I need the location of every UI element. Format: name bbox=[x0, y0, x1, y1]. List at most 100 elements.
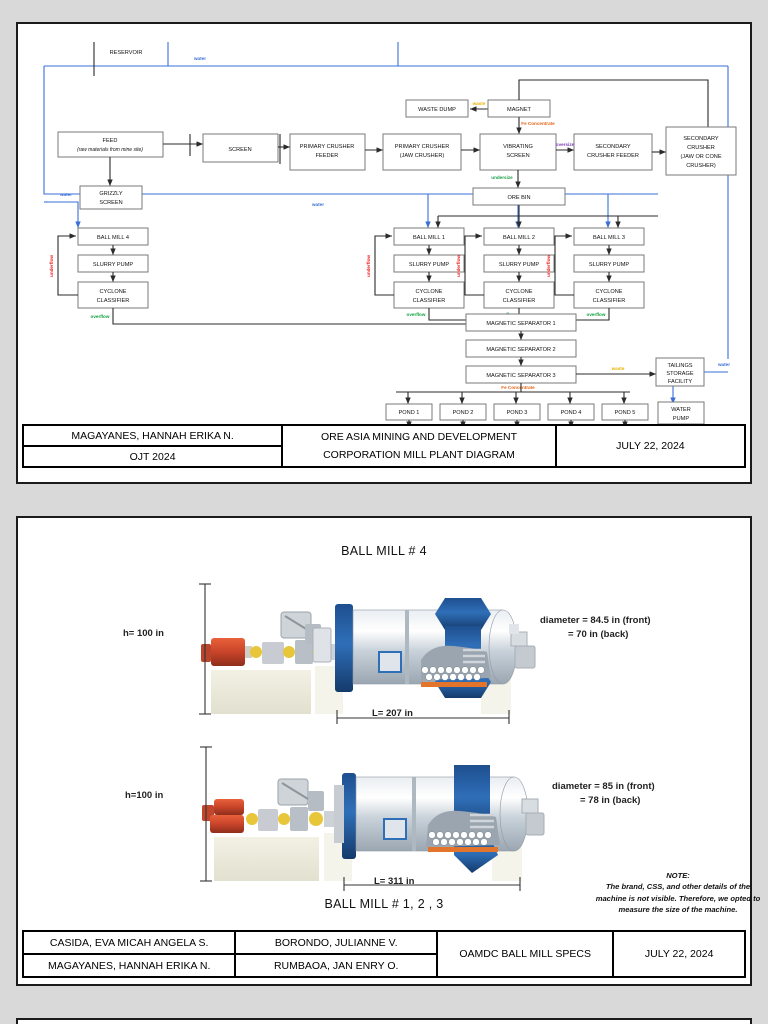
node-magnetic-separator-1: MAGNETIC SEPARATOR 1 bbox=[465, 313, 577, 332]
node-pond-2: POND 2 bbox=[439, 403, 487, 421]
svg-text:SECONDARY: SECONDARY bbox=[683, 136, 719, 142]
svg-text:BALL MILL 3: BALL MILL 3 bbox=[593, 235, 625, 241]
svg-text:CRUSHER: CRUSHER bbox=[687, 145, 715, 151]
water-line-network bbox=[43, 42, 729, 404]
ball-mill-4-length-label: L= 207 in bbox=[368, 708, 417, 719]
svg-text:(JAW CRUSHER): (JAW CRUSHER) bbox=[400, 153, 445, 159]
svg-text:CLASSIFIER: CLASSIFIER bbox=[413, 298, 446, 304]
node-primary-crusher: PRIMARY CRUSHER (JAW CRUSHER) bbox=[382, 133, 462, 171]
svg-text:SCREEN: SCREEN bbox=[99, 200, 122, 206]
svg-text:MAGNET: MAGNET bbox=[507, 107, 532, 113]
svg-text:CYCLONE: CYCLONE bbox=[505, 289, 532, 295]
edge-label-underflow-3: underflow bbox=[546, 255, 551, 277]
svg-text:SLURRY PUMP: SLURRY PUMP bbox=[589, 262, 629, 268]
ball-mill-123-diameter-label: diameter = 85 in (front) = 78 in (back) bbox=[552, 780, 655, 808]
svg-text:PRIMARY CRUSHER: PRIMARY CRUSHER bbox=[300, 144, 355, 150]
title-block-sheet-title: OAMDC BALL MILL SPECS bbox=[438, 932, 615, 976]
edge-label-underflow-2: underflow bbox=[456, 255, 461, 277]
ball-mill-4-title: BALL MILL # 4 bbox=[341, 544, 427, 558]
note-line-4: the size of the machine. bbox=[651, 905, 738, 915]
note-line-1: The brand, CSS, and other bbox=[605, 882, 702, 892]
ball-mill-123-illustration bbox=[196, 733, 546, 898]
node-magnetic-separator-2: MAGNETIC SEPARATOR 2 bbox=[465, 339, 577, 358]
node-pond-1: POND 1 bbox=[385, 403, 433, 421]
svg-text:SCREEN: SCREEN bbox=[228, 147, 251, 153]
svg-text:SLURRY PUMP: SLURRY PUMP bbox=[499, 262, 539, 268]
author-name-2: MAGAYANES, HANNAH ERIKA N. bbox=[47, 959, 211, 972]
node-ball-mill-3: BALL MILL 3 bbox=[573, 227, 645, 246]
title-block-page2: CASIDA, EVA MICAH ANGELA S. MAGAYANES, H… bbox=[22, 930, 746, 978]
edge-label-overflow-4: overflow bbox=[91, 314, 110, 319]
length-dimension-line-2 bbox=[343, 877, 521, 891]
svg-text:BALL MILL 1: BALL MILL 1 bbox=[413, 235, 445, 241]
edge-label-water-right: water bbox=[717, 362, 730, 367]
node-feed: FEED (raw materials from mine site) bbox=[57, 131, 164, 158]
diagram-title-line2: CORPORATION MILL PLANT DIAGRAM bbox=[323, 449, 515, 461]
svg-text:PUMP: PUMP bbox=[673, 416, 689, 422]
svg-text:WASTE DUMP: WASTE DUMP bbox=[418, 107, 456, 113]
node-secondary-crusher-feeder: SECONDARY CRUSHER FEEDER bbox=[573, 133, 653, 171]
diameter-back-top: = 70 in (back) bbox=[568, 628, 629, 640]
svg-text:SLURRY PUMP: SLURRY PUMP bbox=[93, 262, 133, 268]
svg-text:MAGNETIC SEPARATOR 2: MAGNETIC SEPARATOR 2 bbox=[486, 347, 555, 353]
height-dimension-line bbox=[199, 583, 211, 715]
node-pond-3: POND 3 bbox=[493, 403, 541, 421]
node-slurry-pump-4: SLURRY PUMP bbox=[77, 254, 149, 273]
sheet-title: OAMDC BALL MILL SPECS bbox=[459, 948, 592, 960]
svg-text:CRUSHER FEEDER: CRUSHER FEEDER bbox=[587, 153, 639, 159]
author-name-3: BORONDO, JULIANNE V. bbox=[236, 932, 436, 955]
node-cyclone-classifier-1: CYCLONE CLASSIFIER bbox=[393, 281, 465, 309]
svg-text:CLASSIFIER: CLASSIFIER bbox=[593, 298, 626, 304]
svg-text:CYCLONE: CYCLONE bbox=[415, 289, 442, 295]
edge-label-waste: waste bbox=[472, 101, 486, 106]
edge-label-overflow-1: overflow bbox=[407, 312, 426, 317]
node-pond-4: POND 4 bbox=[547, 403, 595, 421]
mill-plant-flow-diagram: .bx { fill:#ffffff; stroke:#7a7a7a; stro… bbox=[18, 24, 750, 434]
edge-label-oversize: oversize bbox=[556, 142, 575, 147]
node-reservoir: RESERVOIR bbox=[93, 42, 143, 76]
ball-mill-4-diameter-label: diameter = 84.5 in (front) = 70 in (back… bbox=[540, 614, 651, 642]
svg-text:CRUSHER): CRUSHER) bbox=[686, 163, 716, 169]
page-mill-plant-diagram: .bx { fill:#ffffff; stroke:#7a7a7a; stro… bbox=[16, 22, 752, 484]
title-block-authors-col2: BORONDO, JULIANNE V. RUMBAOA, JAN ENRY O… bbox=[236, 932, 438, 976]
svg-text:WATER: WATER bbox=[671, 407, 691, 413]
node-water-pump: WATER PUMP bbox=[657, 401, 705, 425]
svg-text:(raw materials from mine site): (raw materials from mine site) bbox=[77, 147, 143, 153]
svg-text:PRIMARY CRUSHER: PRIMARY CRUSHER bbox=[395, 144, 450, 150]
svg-text:BALL MILL 4: BALL MILL 4 bbox=[97, 235, 129, 241]
node-vibrating-screen: VIBRATING SCREEN bbox=[479, 133, 557, 171]
ball-mill-4-illustration bbox=[193, 566, 543, 731]
svg-text:TAILINGS: TAILINGS bbox=[667, 363, 692, 369]
node-slurry-pump-1: SLURRY PUMP bbox=[393, 254, 465, 273]
svg-text:CYCLONE: CYCLONE bbox=[595, 289, 622, 295]
diameter-front-top: diameter = 84.5 in (front) bbox=[540, 615, 651, 626]
node-cyclone-classifier-4: CYCLONE CLASSIFIER bbox=[77, 281, 149, 309]
node-grizzly-screen: GRIZZLY SCREEN bbox=[79, 185, 143, 210]
edge-label-fe-concentrate-top: Fe Concentrate bbox=[521, 121, 555, 126]
diameter-front-bot: diameter = 85 in (front) bbox=[552, 781, 655, 792]
svg-text:FEED: FEED bbox=[103, 138, 118, 144]
node-magnet: MAGNET bbox=[487, 99, 551, 118]
svg-text:CYCLONE: CYCLONE bbox=[99, 289, 126, 295]
svg-text:BALL MILL 2: BALL MILL 2 bbox=[503, 235, 535, 241]
node-ball-mill-1: BALL MILL 1 bbox=[393, 227, 465, 246]
specs-note: NOTE: The brand, CSS, and other details … bbox=[593, 870, 763, 916]
svg-text:SCREEN: SCREEN bbox=[506, 153, 529, 159]
ball-mill-123-title: BALL MILL # 1, 2 , 3 bbox=[324, 897, 444, 911]
svg-text:RESERVOIR: RESERVOIR bbox=[110, 50, 143, 56]
height-dimension-line-2 bbox=[200, 746, 212, 882]
svg-text:ORE BIN: ORE BIN bbox=[507, 195, 530, 201]
title-block-title: ORE ASIA MINING AND DEVELOPMENT CORPORAT… bbox=[283, 426, 557, 466]
page-next-partial bbox=[16, 1018, 752, 1024]
svg-text:GRIZZLY: GRIZZLY bbox=[99, 191, 122, 197]
edge-label-undersize: undersize bbox=[491, 175, 513, 180]
svg-text:STORAGE: STORAGE bbox=[666, 371, 694, 377]
svg-text:POND 5: POND 5 bbox=[615, 410, 636, 416]
node-tailings-storage-facility: TAILINGS STORAGE FACILITY bbox=[655, 357, 705, 387]
node-cyclone-classifier-3: CYCLONE CLASSIFIER bbox=[573, 281, 645, 309]
svg-text:POND 3: POND 3 bbox=[507, 410, 528, 416]
note-title: NOTE: bbox=[666, 871, 690, 880]
date-label: JULY 22, 2024 bbox=[616, 440, 685, 452]
svg-text:VIBRATING: VIBRATING bbox=[503, 144, 533, 150]
ball-mill-specs-drawing: BALL MILL # 4 h= 100 in L= 207 in diamet… bbox=[18, 518, 760, 928]
